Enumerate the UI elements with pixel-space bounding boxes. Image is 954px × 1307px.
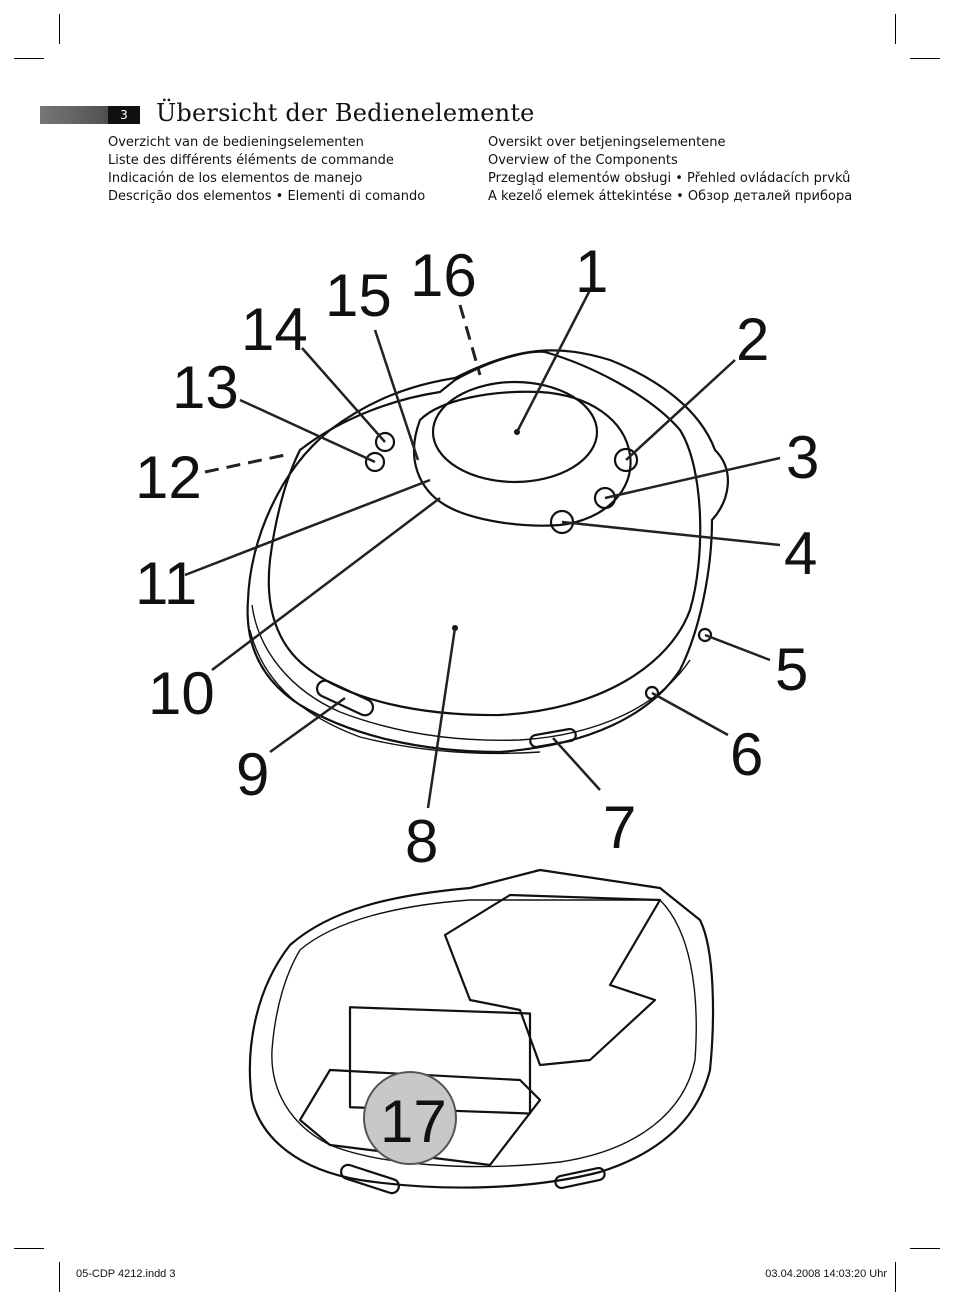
callout-8: 8	[405, 808, 438, 875]
player-body-outer	[246, 349, 729, 754]
subtitle-pl-cz: Przegląd elementów obsługi • Přehled ovl…	[488, 171, 851, 186]
callout-13: 13	[172, 354, 239, 421]
callout-5: 5	[775, 636, 808, 703]
subtitles-right: Oversikt over betjeningselementene Overv…	[488, 134, 852, 206]
subtitle-en: Overview of the Components	[488, 153, 678, 168]
subtitle-no: Oversikt over betjeningselementene	[488, 135, 726, 150]
callout-labels: 1 2 3 4 5 6 7 8 9 10 11 12 13 14 15 16 1…	[135, 238, 819, 1155]
cd-player-bottom-view	[248, 868, 715, 1195]
bottom-body-inner	[271, 899, 697, 1168]
subtitle-fr: Liste des différents éléments de command…	[108, 153, 394, 168]
player-base-edge	[249, 629, 541, 755]
player-lid	[267, 350, 702, 717]
subtitle-pt-it: Descrição dos elementos • Elementi di co…	[108, 189, 426, 204]
callout-17: 17	[380, 1088, 447, 1155]
button-2	[613, 447, 639, 473]
hold-switch-9	[315, 679, 375, 717]
cd-player-top-view	[246, 349, 729, 755]
battery-cover	[443, 893, 662, 1067]
jack-5	[697, 627, 713, 643]
display-window	[431, 380, 599, 484]
crop-mark-top-left-h	[14, 58, 44, 59]
leader-lines	[184, 289, 781, 809]
crop-mark-bottom-right-h	[910, 1248, 940, 1249]
page-number-badge: 3	[108, 106, 140, 124]
callout-17-circle	[363, 1071, 457, 1165]
callout-10: 10	[148, 660, 215, 727]
button-13	[364, 451, 386, 473]
callout-2: 2	[736, 306, 769, 373]
callout-11: 11	[135, 550, 197, 617]
footer-file: 05-CDP 4212.indd 3	[76, 1268, 176, 1280]
footer-timestamp: 03.04.2008 14:03:20 Uhr	[765, 1268, 887, 1280]
crop-mark-bottom-left-v	[59, 1262, 60, 1292]
crop-mark-bottom-left-h	[14, 1248, 44, 1249]
button-14	[374, 431, 396, 453]
subtitles-left: Overzicht van de bedieningselementen Lis…	[108, 134, 425, 206]
crop-mark-bottom-right-v	[895, 1262, 896, 1292]
player-lid-edge	[251, 604, 691, 741]
volume-wheel-7	[529, 727, 577, 749]
callout-15: 15	[325, 262, 392, 329]
subtitle-hu-ru: A kezelő elemek áttekintése • Обзор дета…	[488, 189, 853, 204]
crop-mark-top-left-v	[59, 14, 60, 44]
bottom-volume-wheel	[554, 1166, 606, 1190]
bottom-body-outer	[248, 868, 715, 1189]
page-title: Übersicht der Bedienelemente	[156, 99, 535, 127]
battery-bay	[298, 1068, 542, 1167]
crop-mark-top-right-v	[895, 14, 896, 44]
crop-mark-top-right-h	[910, 58, 940, 59]
button-3	[593, 486, 617, 510]
callout-1: 1	[575, 238, 608, 305]
callout-9: 9	[236, 741, 269, 808]
jack-6	[644, 685, 660, 701]
callout-16: 16	[410, 242, 477, 309]
subtitle-nl: Overzicht van de bedieningselementen	[108, 135, 364, 150]
callout-14: 14	[241, 296, 308, 363]
callout-6: 6	[730, 721, 763, 788]
bottom-hold-switch	[340, 1163, 400, 1195]
callout-7: 7	[603, 794, 636, 861]
callout-4: 4	[784, 520, 817, 587]
subtitle-es: Indicación de los elementos de manejo	[108, 171, 363, 186]
callout-12: 12	[135, 444, 202, 511]
callout-3: 3	[786, 424, 819, 491]
